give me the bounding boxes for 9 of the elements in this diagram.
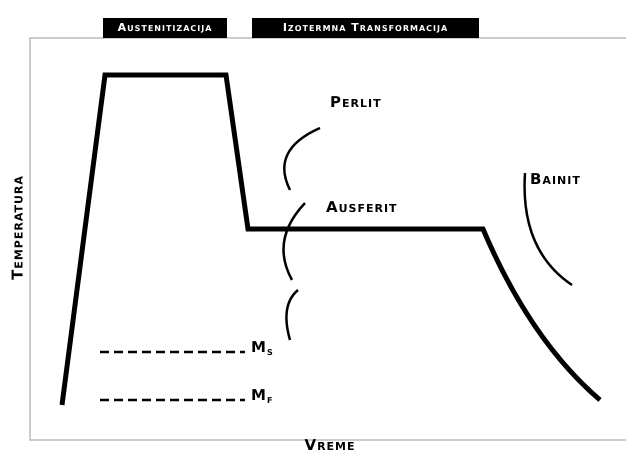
- axis-label: M$_{f}$: [251, 388, 274, 403]
- header-band: Austenitizacija: [103, 18, 227, 38]
- axis-label: M$_{s}$: [251, 340, 274, 355]
- axis-label: Vreme: [303, 438, 357, 453]
- axis-label: Bainit: [530, 172, 581, 187]
- axis-label: Ausferit: [326, 200, 398, 215]
- axis-label: Perlit: [330, 95, 382, 110]
- header-band: Izotermna Transformacija: [252, 18, 479, 38]
- axis-label: Temperatura: [10, 174, 26, 282]
